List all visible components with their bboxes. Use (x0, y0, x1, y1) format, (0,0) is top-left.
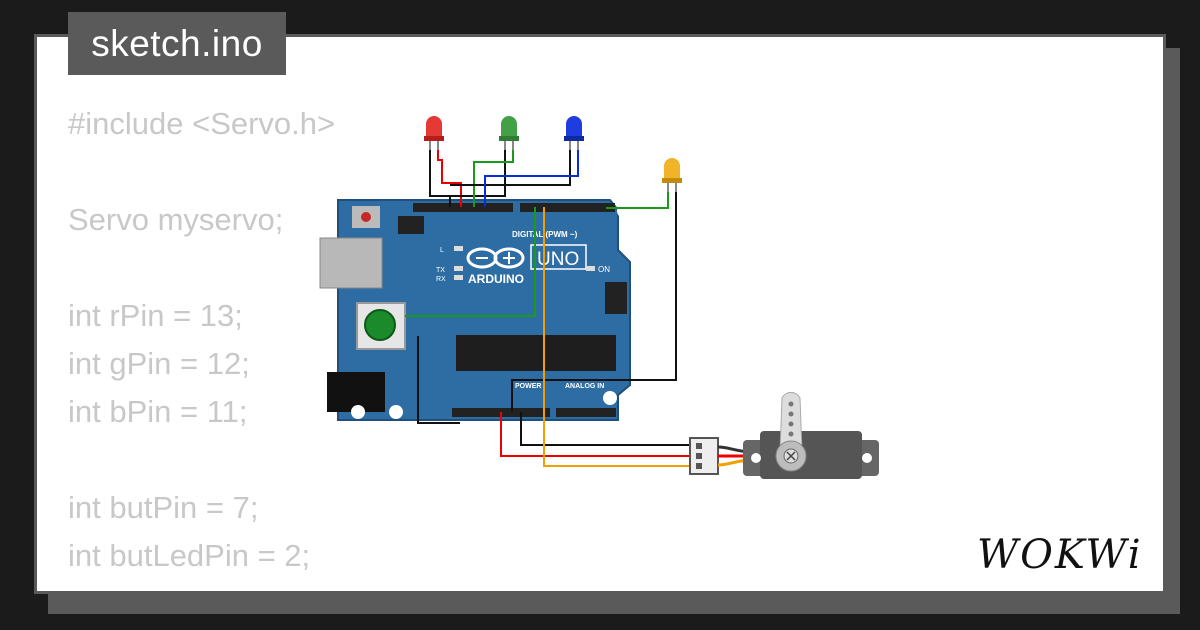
red-led[interactable] (424, 116, 444, 150)
uno-model-text: UNO (537, 249, 579, 270)
analog-header (556, 408, 616, 417)
blue-led[interactable] (564, 116, 584, 150)
arduino-logo (466, 247, 525, 269)
l-label: L (440, 247, 444, 254)
arduino-brand-text: ARDUINO (468, 272, 524, 286)
code-line: Servo myservo; (68, 202, 284, 237)
usb-port (319, 237, 383, 289)
filename-label: sketch.ino (91, 23, 263, 64)
wokwi-logo[interactable]: WOKWi (975, 522, 1155, 580)
rx-label: RX (436, 276, 446, 283)
power-label: POWER (515, 383, 541, 390)
code-line: int butLedPin = 2; (68, 538, 311, 573)
code-line: int servoPin = 6; (68, 580, 335, 591)
tx-label: TX (436, 267, 445, 274)
digital-header-left (413, 203, 513, 212)
digital-header-right (520, 203, 615, 212)
push-button[interactable] (356, 302, 406, 350)
green-led[interactable] (499, 116, 519, 150)
code-line: int gPin = 12; (68, 346, 250, 381)
code-line: int butPin = 7; (68, 490, 259, 525)
servo-motor[interactable] (689, 391, 879, 479)
on-label: ON (598, 265, 610, 274)
code-text: #include <Servo.h> Servo myservo; int rP… (68, 100, 335, 591)
code-line: int bPin = 11; (68, 394, 248, 429)
yellow-led[interactable] (662, 158, 682, 192)
servo-connector (689, 437, 719, 475)
code-preview: #include <Servo.h> Servo myservo; int rP… (37, 37, 1163, 591)
code-line: #include <Servo.h> (68, 106, 336, 141)
wokwi-logo-text: WOKWi (977, 532, 1143, 578)
atmega-chip (456, 335, 616, 371)
code-line: int rPin = 13; (68, 298, 243, 333)
analog-label: ANALOG IN (565, 383, 604, 390)
filename-tab[interactable]: sketch.ino (68, 12, 286, 75)
icsp-header (398, 216, 424, 234)
icsp-header-right (605, 282, 627, 314)
wires (405, 150, 695, 467)
